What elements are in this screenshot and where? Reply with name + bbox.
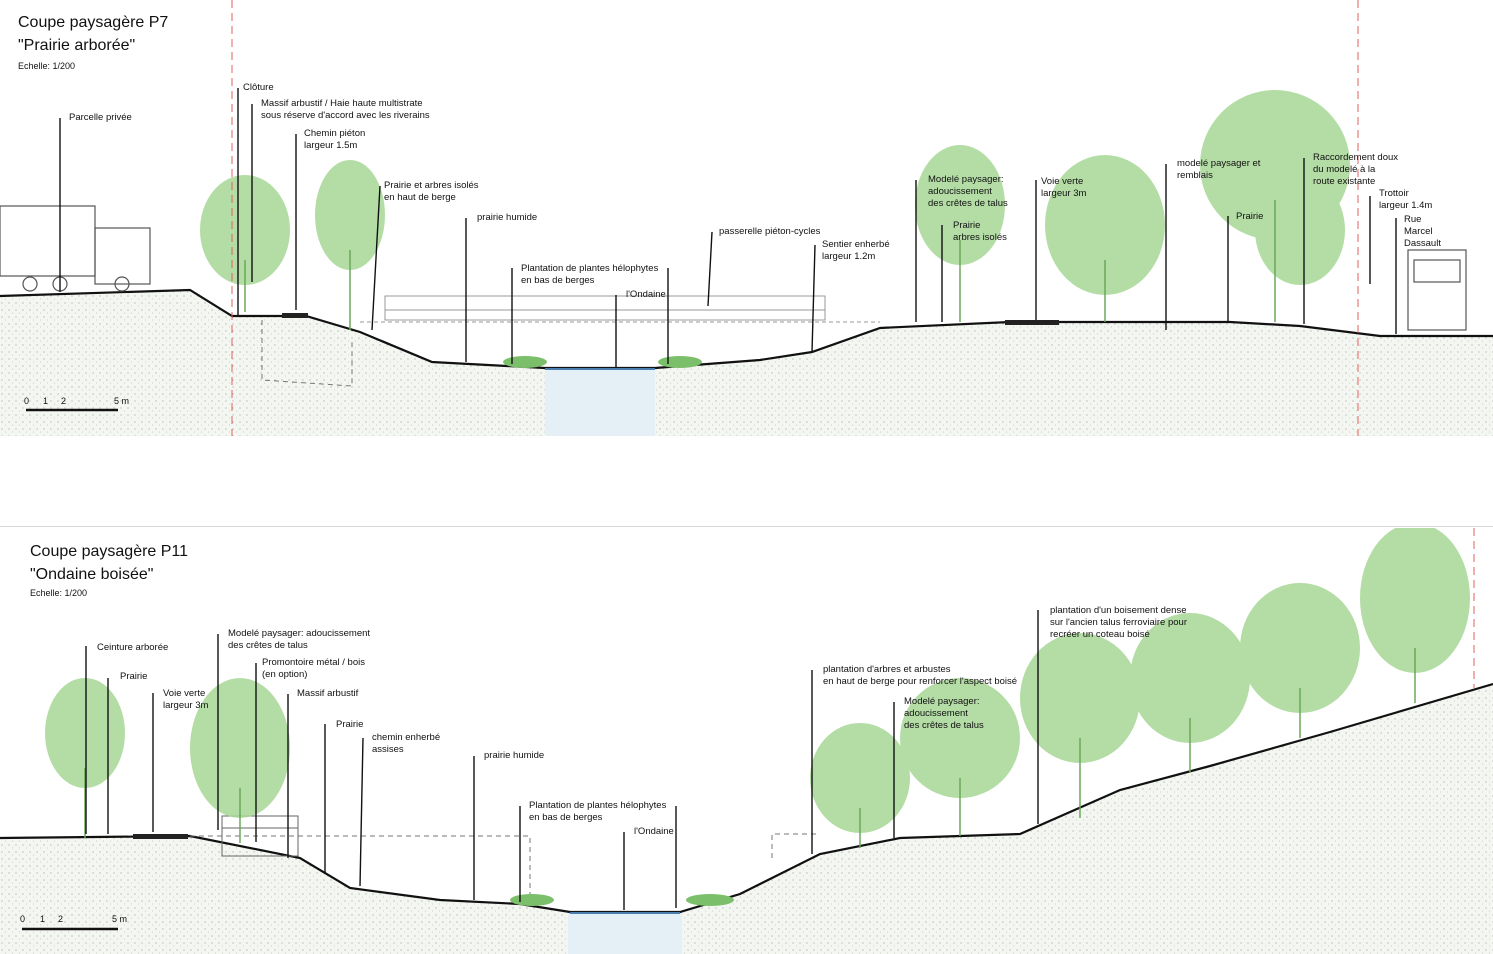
trees-p7 xyxy=(200,90,1350,295)
label-modele-1: Modelé paysager: xyxy=(928,174,1004,185)
label-massif-2: sous réserve d'accord avec les riverains xyxy=(261,110,430,121)
p11-scale-text: Echelle: 1/200 xyxy=(30,588,88,598)
label-sentier-1: Sentier enherbé xyxy=(822,239,890,250)
label-promontoire-1: Promontoire métal / bois xyxy=(262,657,365,668)
label-boisement-1: plantation d'un boisement dense xyxy=(1050,605,1187,616)
label-modele-3: des crêtes de talus xyxy=(928,198,1008,209)
label-prairie-humide: prairie humide xyxy=(484,750,545,761)
label-prairie-isoles-2: arbres isolés xyxy=(953,232,1007,243)
label-voie-2: largeur 3m xyxy=(1041,188,1087,199)
label-raccord-3: route existante xyxy=(1313,176,1376,187)
bridge-p7 xyxy=(360,295,880,323)
label-boisement-2: sur l'ancien talus ferroviaire pour xyxy=(1050,617,1187,628)
label-parcelle: Parcelle privée xyxy=(69,112,132,123)
label-prairie-arbres-2: en haut de berge xyxy=(384,192,456,203)
truck-right xyxy=(1407,249,1467,331)
label-rue-2: Marcel xyxy=(1404,226,1433,237)
label-prairie-isoles-1: Prairie xyxy=(953,220,981,231)
p11-scalebar-2: 2 xyxy=(58,914,64,924)
p7-subtitle: "Prairie arborée" xyxy=(18,37,136,54)
label-trottoir-2: largeur 1.4m xyxy=(1379,200,1433,211)
label-ondaine: l'Ondaine xyxy=(634,826,674,837)
separator xyxy=(0,526,1493,527)
label-modele-2: des crêtes de talus xyxy=(228,640,308,651)
label-prairie: Prairie xyxy=(1236,211,1264,222)
trees-p11 xyxy=(45,528,1470,833)
label-voie-1: Voie verte xyxy=(1041,176,1084,187)
leaders-p7 xyxy=(59,88,1397,367)
p7-title: Coupe paysagère P7 xyxy=(18,14,169,31)
label-chemin-2: assises xyxy=(372,744,404,755)
label-raccord-1: Raccordement doux xyxy=(1313,152,1399,163)
label-ceinture: Ceinture arborée xyxy=(97,642,169,653)
label-massif-1: Massif arbustif / Haie haute multistrate xyxy=(261,98,423,109)
p7-scalebar-5: 5 m xyxy=(114,396,130,406)
p7-scalebar-2: 2 xyxy=(61,396,67,406)
p11-scalebar-0: 0 xyxy=(20,914,26,924)
label-massif: Massif arbustif xyxy=(297,688,359,699)
label-modele2-3: des crêtes de talus xyxy=(904,720,984,731)
label-voie-1: Voie verte xyxy=(163,688,206,699)
label-ondaine: l'Ondaine xyxy=(626,289,666,300)
label-chemin-2: largeur 1.5m xyxy=(304,140,358,151)
label-modele-1: Modelé paysager: adoucissement xyxy=(228,628,371,639)
leaders-p11 xyxy=(85,610,1039,910)
promontoire xyxy=(221,815,299,857)
label-chemin-1: Chemin piéton xyxy=(304,128,366,139)
label-passerelle: passerelle piéton-cycles xyxy=(719,226,821,237)
label-plantation-2: en bas de berges xyxy=(529,812,603,823)
label-rue-1: Rue xyxy=(1404,214,1422,225)
label-trottoir-1: Trottoir xyxy=(1379,188,1409,199)
label-arbres-2: en haut de berge pour renforcer l'aspect… xyxy=(823,676,1018,687)
label-sentier-2: largeur 1.2m xyxy=(822,251,876,262)
label-cloture: Clôture xyxy=(243,82,274,93)
p11-scalebar-5: 5 m xyxy=(112,914,128,924)
label-boisement-3: recréer un coteau boisé xyxy=(1050,629,1150,640)
ground-line-p7 xyxy=(0,288,1493,370)
water-p7 xyxy=(545,368,655,436)
label-plantation-1: Plantation de plantes hélophytes xyxy=(521,263,659,274)
section-p7: Coupe paysagère P7 "Prairie arborée" Ech… xyxy=(0,0,1493,440)
label-promontoire-2: (en option) xyxy=(262,669,308,680)
label-prairie-humide: prairie humide xyxy=(477,212,538,223)
label-plantation-1: Plantation de plantes hélophytes xyxy=(529,800,667,811)
soil-p11 xyxy=(0,684,1493,954)
label-voie-2: largeur 3m xyxy=(163,700,209,711)
label-rue-3: Dassault xyxy=(1404,238,1441,249)
label-chemin-1: chemin enherbé xyxy=(372,732,441,743)
water-p11 xyxy=(568,912,682,954)
label-modele-2: adoucissement xyxy=(928,186,992,197)
soil-p7 xyxy=(0,290,1493,436)
p7-scalebar-0: 0 xyxy=(24,396,30,406)
p7-scale-text: Echelle: 1/200 xyxy=(18,61,76,71)
label-remblais-1: modelé paysager et xyxy=(1177,158,1261,169)
label-modele2-2: adoucissement xyxy=(904,708,968,719)
p7-scalebar-1: 1 xyxy=(43,396,49,406)
section-p11-drawing xyxy=(0,528,1493,954)
label-prairie-a: Prairie xyxy=(120,671,148,682)
truck-left xyxy=(0,205,151,292)
label-remblais-2: remblais xyxy=(1177,170,1213,181)
label-modele2-1: Modelé paysager: xyxy=(904,696,980,707)
label-raccord-2: du modelé à la xyxy=(1313,164,1376,175)
label-arbres-1: plantation d'arbres et arbustes xyxy=(823,664,951,675)
section-p11: Coupe paysagère P11 "Ondaine boisée" Ech… xyxy=(0,528,1493,954)
p11-subtitle: "Ondaine boisée" xyxy=(30,566,154,583)
trunks-p7 xyxy=(244,200,1276,330)
p11-scalebar-1: 1 xyxy=(40,914,46,924)
section-p7-drawing xyxy=(0,0,1493,436)
label-plantation-2: en bas de berges xyxy=(521,275,595,286)
p11-title: Coupe paysagère P11 xyxy=(30,543,189,560)
trunks-p11 xyxy=(84,648,1416,848)
label-prairie-arbres-1: Prairie et arbres isolés xyxy=(384,180,479,191)
label-prairie-b: Prairie xyxy=(336,719,364,730)
